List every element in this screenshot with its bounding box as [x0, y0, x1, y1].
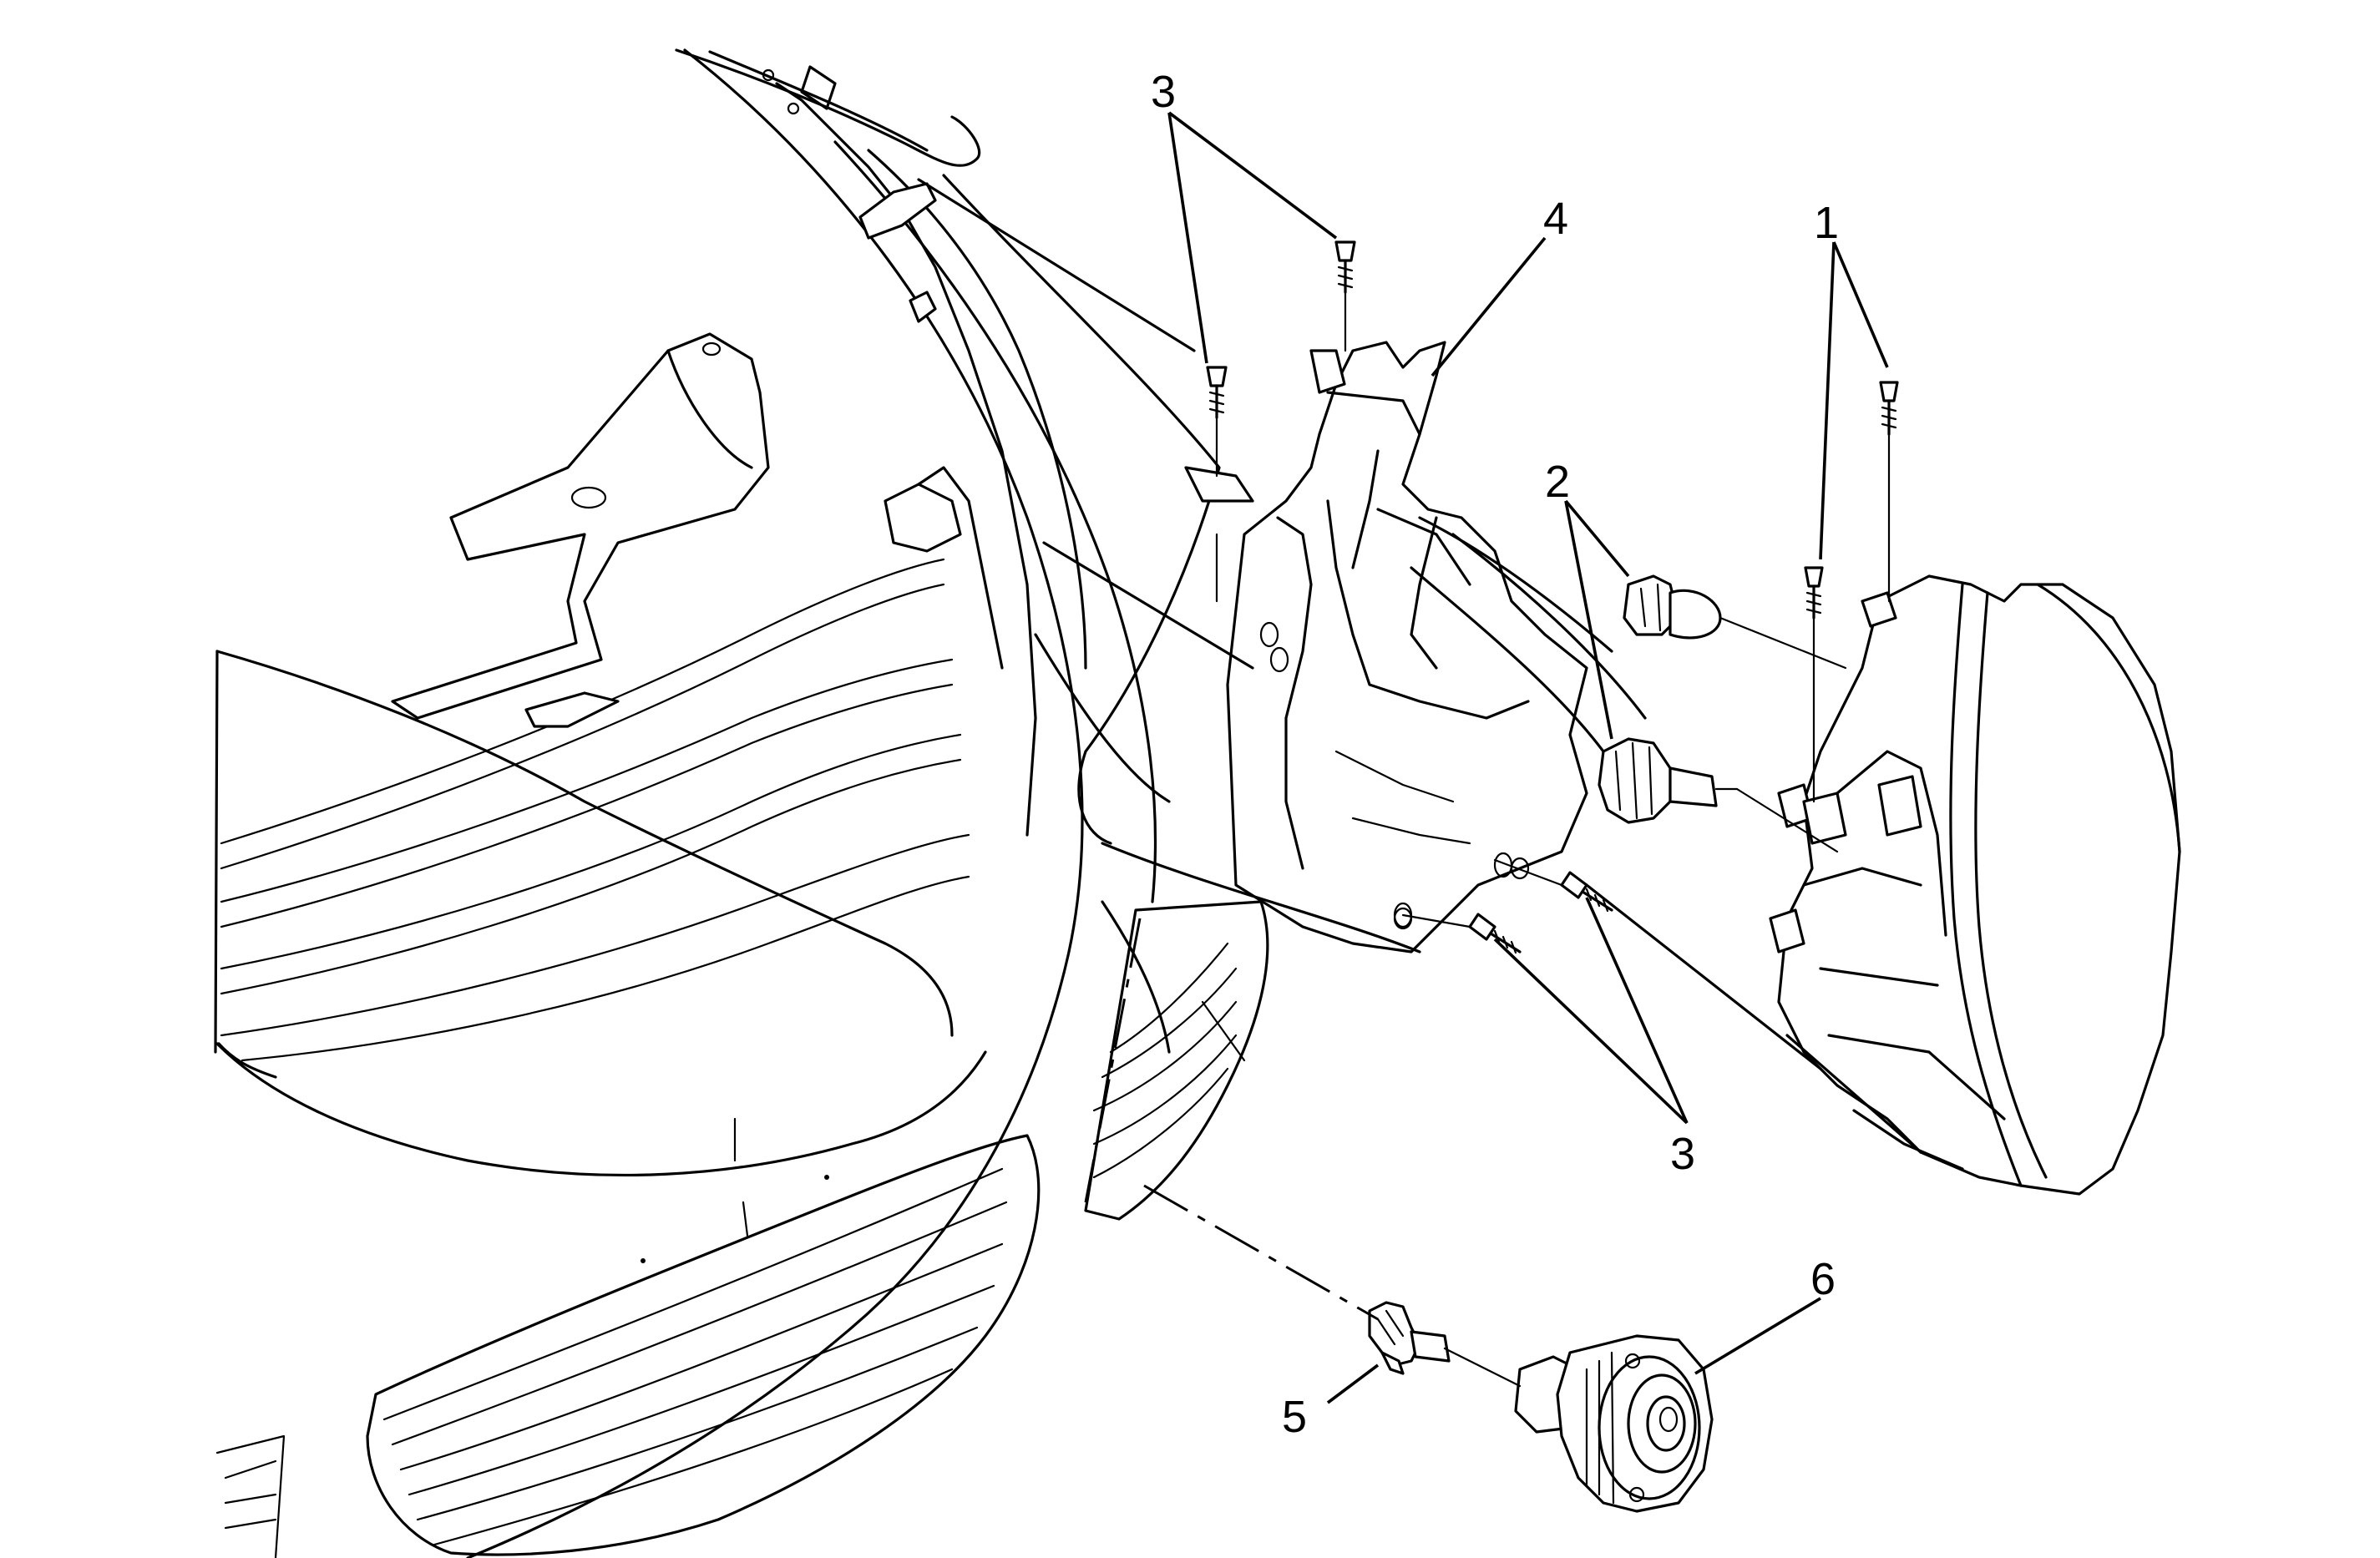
headlamp-assembly	[1769, 574, 2181, 1196]
callout-labels: 1 2 3 3 4 5 6	[1151, 67, 1839, 1442]
screw-3-upper-right	[1334, 240, 1356, 352]
callout-5: 5	[1282, 1392, 1307, 1442]
callout-2: 2	[1545, 457, 1570, 507]
callout-6: 6	[1810, 1254, 1836, 1304]
callout-3-upper: 3	[1151, 67, 1176, 117]
callout-3-lower: 3	[1670, 1129, 1695, 1179]
callout-1: 1	[1814, 198, 1839, 248]
screw-3-upper-left	[1206, 366, 1228, 603]
assembly-path-lines	[917, 178, 1922, 1388]
turn-signal-bulb	[1623, 574, 1847, 670]
headlamp-mounting-bracket	[1184, 341, 1647, 954]
callout-4: 4	[1543, 194, 1568, 244]
headlamp-bulb	[1598, 737, 1839, 853]
callout-leaders	[1167, 111, 1889, 1404]
fog-lamp-bulb	[1368, 1301, 1451, 1375]
fog-lamp-assembly	[1514, 1334, 1714, 1513]
screw-1a	[1879, 381, 1899, 603]
screw-1b	[1804, 566, 1824, 803]
front-fascia	[214, 48, 1269, 1558]
screw-3-lower-left	[1393, 902, 1522, 954]
